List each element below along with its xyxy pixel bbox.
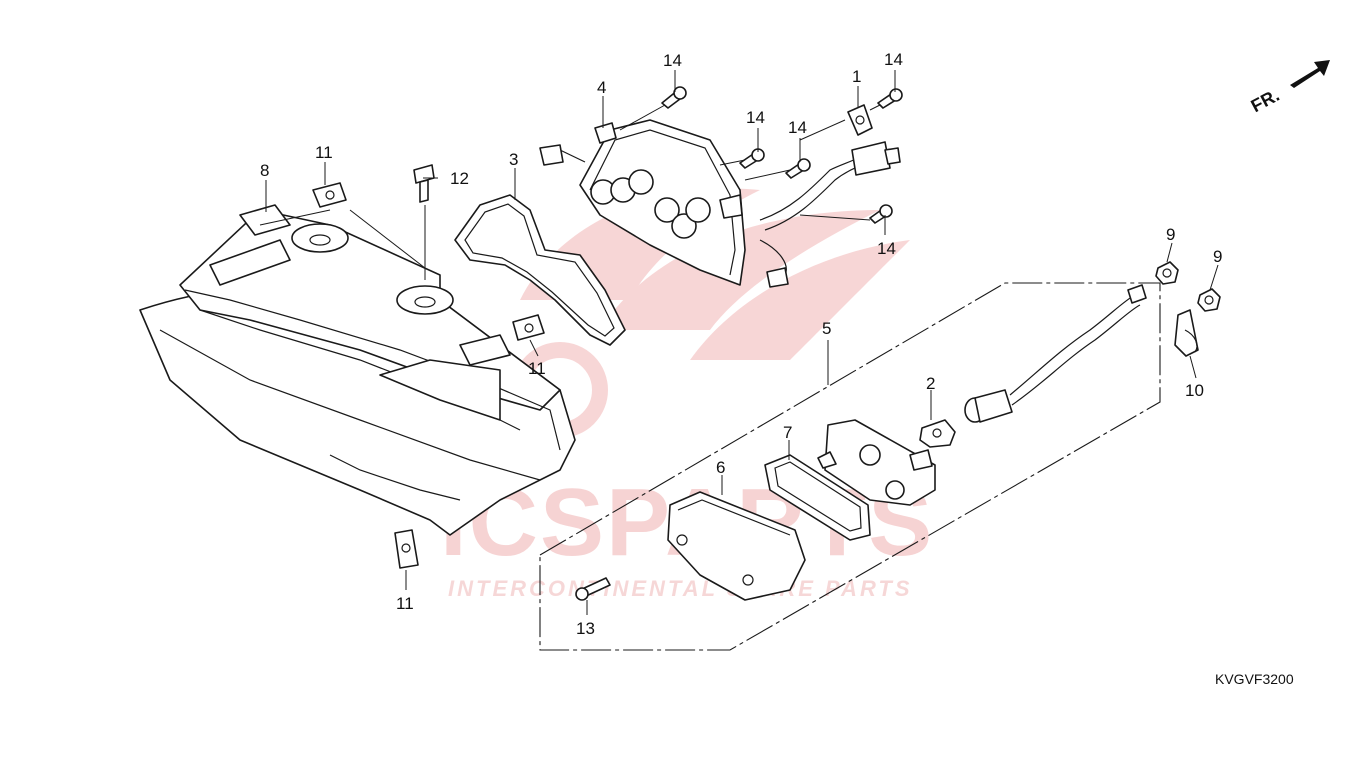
callout-8: 8	[260, 161, 269, 180]
leader-lines	[259, 70, 1219, 615]
front-arrow-icon	[1290, 60, 1330, 88]
part-6-license-lens	[667, 491, 806, 601]
callout-3: 3	[509, 150, 518, 169]
assembly-boundary	[539, 282, 1161, 651]
callout-14a: 14	[663, 51, 682, 70]
part-9-nut-b	[1197, 288, 1221, 312]
callout-1: 1	[852, 67, 861, 86]
part-11-clip-nut-lower	[394, 529, 419, 569]
front-label: FR.	[1248, 85, 1283, 116]
part-14-screw-b	[739, 148, 765, 169]
callout-14c: 14	[788, 118, 807, 137]
callout-12: 12	[450, 169, 469, 188]
callout-9b: 9	[1213, 247, 1222, 266]
callouts: 1 2 3 4 5 6 7 8 9 9 10 11 11 11 12 13 14…	[260, 50, 1222, 638]
callout-13: 13	[576, 619, 595, 638]
callout-2: 2	[926, 374, 935, 393]
part-10-clamp	[1174, 309, 1199, 357]
callout-5: 5	[822, 319, 831, 338]
part-3-gasket	[454, 194, 626, 346]
callout-10: 10	[1185, 381, 1204, 400]
callout-14e: 14	[877, 239, 896, 258]
callout-6: 6	[716, 458, 725, 477]
front-direction-indicator: FR.	[1248, 60, 1330, 116]
part-4-taillight-unit	[539, 119, 901, 288]
part-14-screw-d	[877, 88, 903, 109]
watermark-tagline: INTERCONTINENTAL SPARE PARTS	[448, 576, 913, 601]
part-2-bulb	[919, 419, 956, 448]
part-12-bolt	[413, 164, 435, 203]
callout-11a: 11	[315, 143, 333, 162]
callout-9a: 9	[1166, 225, 1175, 244]
part-14-screw-a	[661, 86, 687, 109]
part-1-bracket	[847, 104, 873, 136]
part-9-nut-a	[1155, 261, 1179, 285]
part-7-lens-gasket	[764, 454, 871, 541]
part-11-clip-nut-upper	[312, 182, 347, 208]
part-8-rear-cowl	[139, 204, 576, 536]
callout-7: 7	[783, 423, 792, 442]
callout-11b: 11	[528, 359, 546, 378]
part-5-license-light-housing	[817, 419, 936, 506]
callout-11c: 11	[396, 594, 414, 613]
part-11-clip-nut-middle	[512, 314, 545, 341]
callout-4: 4	[597, 78, 606, 97]
callout-14b: 14	[746, 108, 765, 127]
part-13-screw	[575, 577, 611, 601]
socket-wire-harness	[964, 284, 1147, 423]
part-14-screw-c	[785, 158, 811, 179]
callout-14d: 14	[884, 50, 903, 69]
diagram-code: KVGVF3200	[1215, 671, 1294, 687]
part-14-screw-e	[869, 204, 893, 224]
